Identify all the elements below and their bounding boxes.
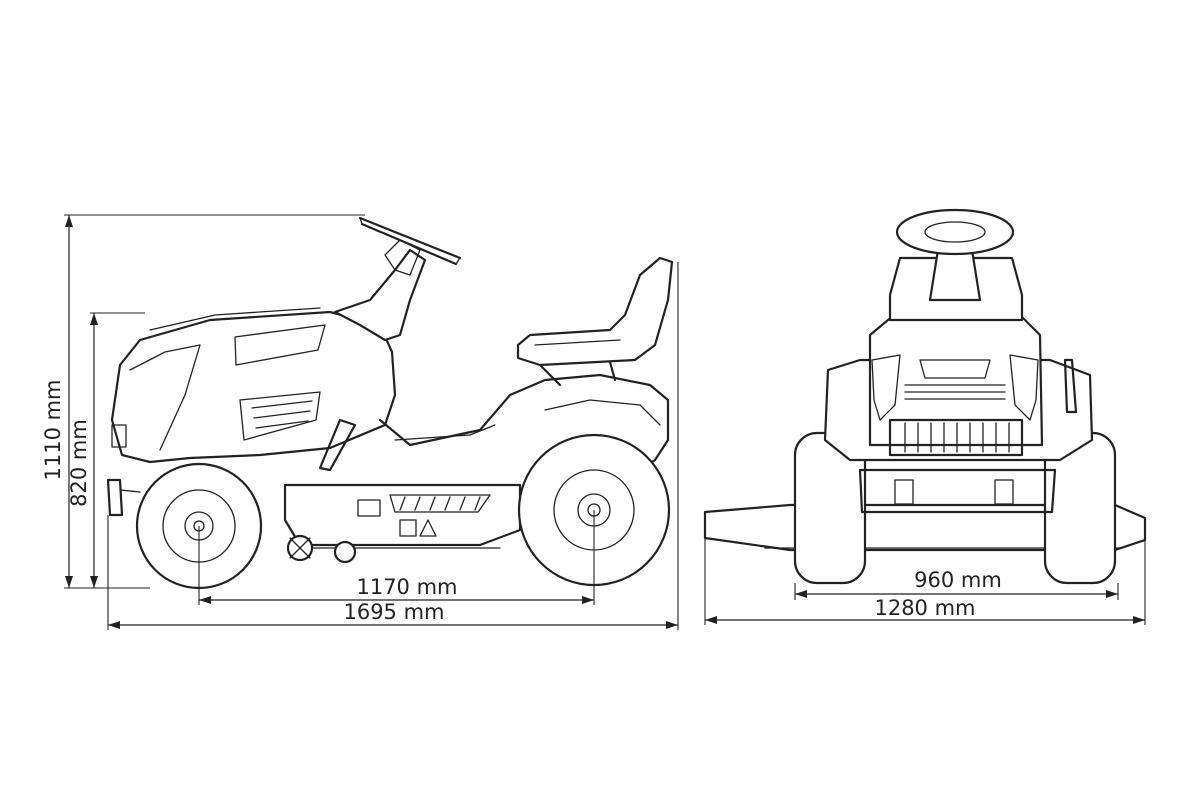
wheelbase-label: 1170 mm (356, 575, 457, 599)
total-width-label: 1280 mm (874, 596, 975, 620)
track-width-label: 960 mm (914, 568, 1002, 592)
side-view-mower (106, 216, 674, 590)
dimension-lines (64, 214, 1146, 630)
front-view-mower (703, 208, 1147, 585)
seat-height-label: 820 mm (67, 419, 91, 507)
total-length-label: 1695 mm (343, 600, 444, 624)
total-height-label: 1110 mm (41, 379, 65, 480)
